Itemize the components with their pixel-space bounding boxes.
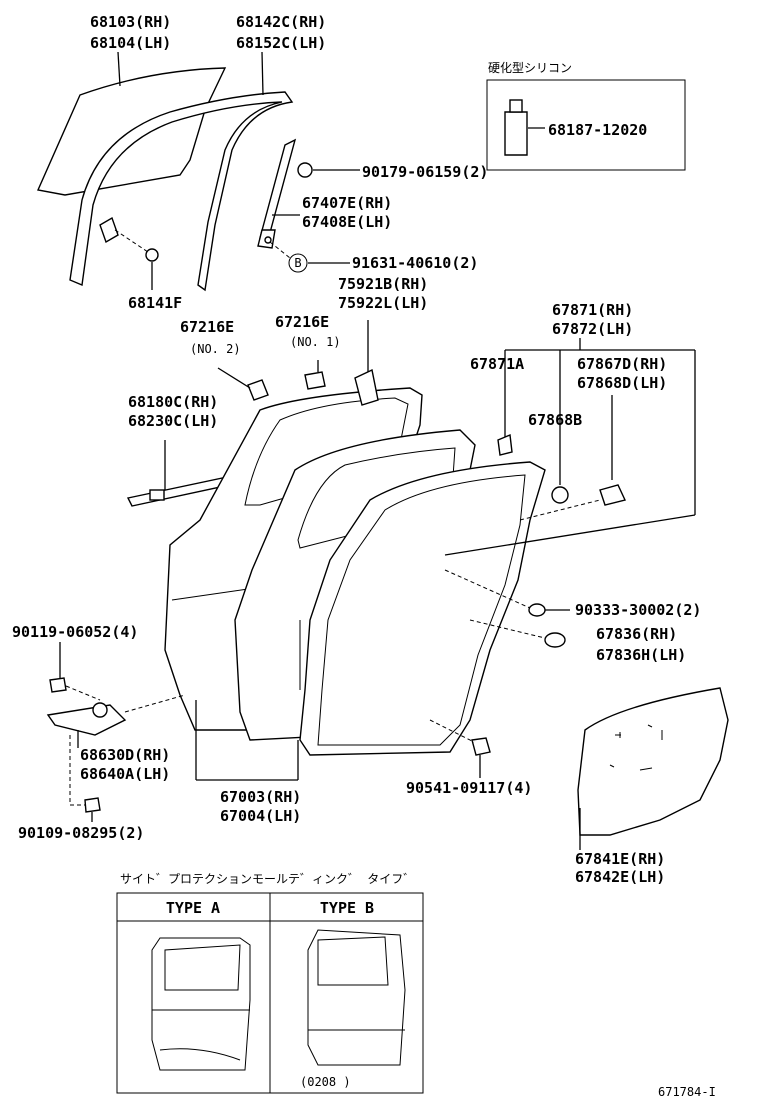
type-b-door-sketch <box>307 929 406 1066</box>
label-68104: 68104(LH) <box>90 34 171 52</box>
label-67836: 67836(RH) <box>596 625 677 643</box>
bubble-b-icon: B <box>288 253 308 273</box>
label-67841e: 67841E(RH) <box>575 850 665 868</box>
screw-91631[interactable] <box>264 236 272 244</box>
bolt-90109[interactable] <box>84 797 101 813</box>
cover-67836[interactable] <box>544 632 566 648</box>
clip-67216e-no1[interactable] <box>304 371 326 390</box>
service-hole-cover[interactable] <box>577 687 729 836</box>
label-no1: (NO. 1) <box>290 335 341 349</box>
label-68230c: 68230C(LH) <box>128 412 218 430</box>
plug-90333[interactable] <box>528 603 546 617</box>
clip-90541[interactable] <box>471 737 491 756</box>
label-68141f: 68141F <box>128 294 182 312</box>
clip-67871a[interactable] <box>497 433 513 456</box>
label-67868b: 67868B <box>528 411 582 429</box>
label-67867d: 67867D(RH) <box>577 355 667 373</box>
label-75921b: 75921B(RH) <box>338 275 428 293</box>
label-75922l: 75922L(LH) <box>338 294 428 312</box>
type-b-label: TYPE B <box>320 899 374 917</box>
diagram-code: 671784-I <box>658 1085 716 1099</box>
type-table <box>116 892 424 1094</box>
clip-90179[interactable] <box>297 162 313 178</box>
label-68187: 68187-12020 <box>548 121 647 139</box>
label-67407e: 67407E(RH) <box>302 194 392 212</box>
division-bar[interactable] <box>257 138 297 249</box>
label-90119: 90119-06052(4) <box>12 623 138 641</box>
label-no2: (NO. 2) <box>190 342 241 356</box>
type-b-date: (0208 ) <box>300 1075 351 1089</box>
label-67216e-b: 67216E <box>275 313 329 331</box>
label-67003: 67003(RH) <box>220 788 301 806</box>
label-67836h: 67836H(LH) <box>596 646 686 664</box>
label-91631: 91631-40610(2) <box>352 254 478 272</box>
label-68142c: 68142C(RH) <box>236 13 326 31</box>
clip-67868b[interactable] <box>551 486 569 504</box>
bolt-90119[interactable] <box>49 677 67 693</box>
weatherstrip-75921b[interactable] <box>354 368 379 406</box>
label-90179: 90179-06159(2) <box>362 163 488 181</box>
type-a-door-sketch <box>151 937 251 1071</box>
door-check[interactable] <box>46 702 127 736</box>
label-90109: 90109-08295(2) <box>18 824 144 842</box>
bracket-67867d[interactable] <box>599 484 626 506</box>
label-67868d: 67868D(LH) <box>577 374 667 392</box>
glass-run-channel[interactable] <box>69 91 294 292</box>
glass-bracket-68141f[interactable] <box>99 216 159 262</box>
label-67842e: 67842E(LH) <box>575 868 665 886</box>
label-67872: 67872(LH) <box>552 320 633 338</box>
label-67871: 67871(RH) <box>552 301 633 319</box>
label-90333: 90333-30002(2) <box>575 601 701 619</box>
label-90541: 90541-09117(4) <box>406 779 532 797</box>
label-67408e: 67408E(LH) <box>302 213 392 231</box>
sealant-box <box>486 79 686 171</box>
label-67004: 67004(LH) <box>220 807 301 825</box>
clip-67216e-no2[interactable] <box>247 379 269 401</box>
label-68180c: 68180C(RH) <box>128 393 218 411</box>
type-a-label: TYPE A <box>166 899 220 917</box>
label-67871a: 67871A <box>470 355 524 373</box>
label-68630d: 68630D(RH) <box>80 746 170 764</box>
sealant-title: 硬化型シリコン <box>488 61 572 75</box>
door-weatherstrip[interactable] <box>299 461 546 756</box>
bubble-b-label: B <box>294 256 301 270</box>
label-68152c: 68152C(LH) <box>236 34 326 52</box>
label-67216e-a: 67216E <box>180 318 234 336</box>
side-protection-title: サイト゛プロテクションモールテ゛ィンク゛ タイフ゛ <box>120 872 415 886</box>
label-68103: 68103(RH) <box>90 13 171 31</box>
label-68640a: 68640A(LH) <box>80 765 170 783</box>
